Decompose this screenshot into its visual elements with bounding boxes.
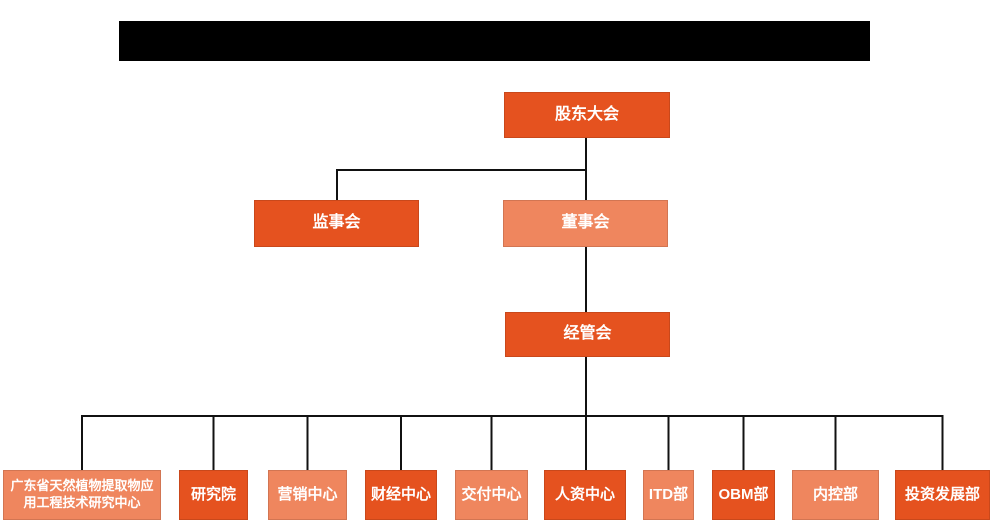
- org-node-shareholders-meeting: 股东大会: [504, 92, 670, 138]
- org-node-hr-center: 人资中心: [544, 470, 626, 520]
- org-node-label: 经管会: [563, 325, 612, 343]
- org-node-guangdong-research-center: 广东省天然植物提取物应用工程技术研究中心: [3, 470, 161, 520]
- org-node-delivery-center: 交付中心: [455, 470, 528, 520]
- org-node-finance-center: 财经中心: [365, 470, 437, 520]
- org-node-label: 董事会: [561, 214, 610, 232]
- org-node-label: 广东省天然植物提取物应用工程技术研究中心: [10, 478, 154, 510]
- org-node-label: 人资中心: [554, 486, 615, 504]
- org-node-investment-development-department: 投资发展部: [895, 470, 990, 520]
- org-node-label: 财经中心: [370, 486, 431, 504]
- org-node-itd-department: ITD部: [643, 470, 694, 520]
- org-node-label: 监事会: [312, 214, 361, 232]
- org-node-board-of-directors: 董事会: [503, 200, 668, 247]
- org-node-label: 研究院: [190, 486, 236, 504]
- org-node-marketing-center: 营销中心: [268, 470, 347, 520]
- org-node-obm-department: OBM部: [712, 470, 775, 520]
- org-node-label: ITD部: [648, 486, 689, 504]
- org-node-label: 交付中心: [461, 486, 522, 504]
- org-node-label: 投资发展部: [904, 486, 980, 504]
- org-node-internal-control-department: 内控部: [792, 470, 879, 520]
- org-node-label: 股东大会: [554, 105, 619, 123]
- org-node-management-committee: 经管会: [505, 312, 670, 357]
- org-node-research-institute: 研究院: [179, 470, 248, 520]
- redacted-title-bar: [119, 21, 870, 61]
- org-node-supervisory-board: 监事会: [254, 200, 419, 247]
- org-node-label: OBM部: [718, 486, 769, 504]
- org-node-label: 营销中心: [277, 486, 338, 504]
- org-node-label: 内控部: [812, 486, 858, 504]
